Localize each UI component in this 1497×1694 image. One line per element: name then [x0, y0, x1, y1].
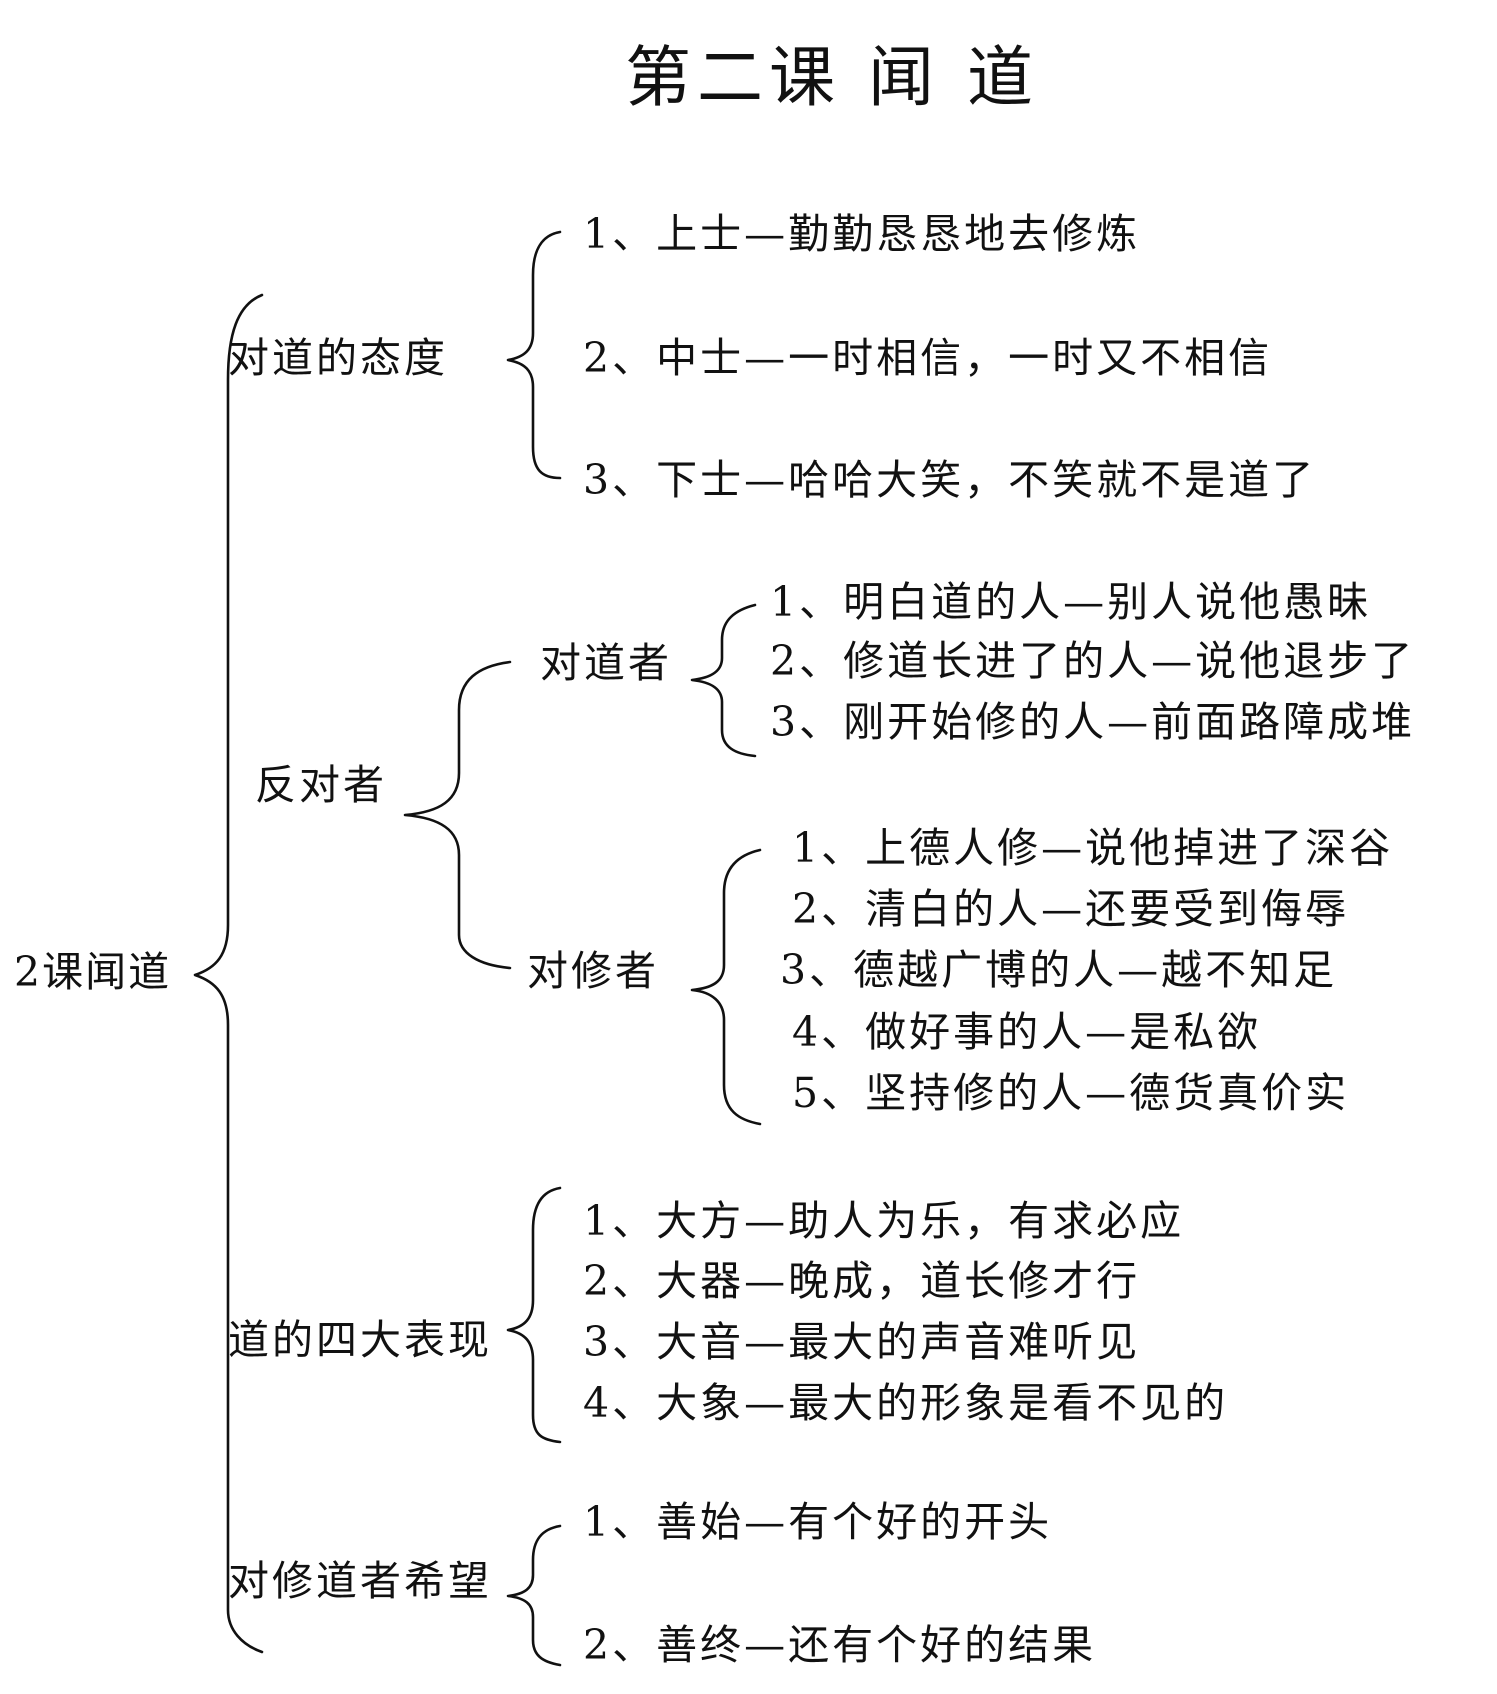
- branch-manifestations-label: 道的四大表现: [228, 1316, 492, 1364]
- to-cultivator-item: 5、坚持修的人—德货真价实: [792, 1069, 1350, 1117]
- page-title: 第二课 闻 道: [625, 39, 1039, 116]
- manifestations-brace: [506, 1186, 562, 1444]
- hope-item: 1、善始—有个好的开头: [583, 1498, 1053, 1546]
- to-dao-brace: [690, 603, 757, 758]
- manifestation-item: 2、大器—晚成，道长修才行: [583, 1257, 1141, 1305]
- attitude-item: 2、中士—一时相信，一时又不相信: [583, 334, 1273, 382]
- to-cultivator-item: 4、做好事的人—是私欲: [792, 1008, 1262, 1056]
- sub-to-dao-label: 对道者: [540, 639, 672, 687]
- sub-to-cultivator-label: 对修者: [527, 947, 659, 995]
- hopes-brace: [506, 1524, 562, 1667]
- to-cultivator-item: 1、上德人修—说他掉进了深谷: [792, 824, 1394, 872]
- branch-attitude-label: 对道的态度: [228, 334, 448, 382]
- attitude-brace: [506, 230, 562, 480]
- attitude-item: 1、上士—勤勤恳恳地去修炼: [583, 210, 1141, 258]
- branch-opponents-label: 反对者: [255, 761, 387, 809]
- to-cultivator-brace: [690, 848, 762, 1126]
- manifestation-item: 3、大音—最大的声音难听见: [583, 1318, 1141, 1366]
- opponents-brace: [403, 660, 512, 970]
- attitude-item: 3、下士—哈哈大笑，不笑就不是道了: [583, 456, 1317, 504]
- to-dao-item: 3、刚开始修的人—前面路障成堆: [770, 698, 1416, 746]
- to-cultivator-item: 3、德越广博的人—越不知足: [780, 946, 1338, 994]
- manifestation-item: 4、大象—最大的形象是看不见的: [583, 1379, 1229, 1427]
- manifestation-item: 1、大方—助人为乐，有求必应: [583, 1197, 1185, 1245]
- to-cultivator-item: 2、清白的人—还要受到侮辱: [792, 885, 1350, 933]
- root-brace: [193, 293, 264, 1654]
- hope-item: 2、善终—还有个好的结果: [583, 1621, 1097, 1669]
- to-dao-item: 2、修道长进了的人—说他退步了: [770, 637, 1416, 685]
- branch-hopes-label: 对修道者希望: [228, 1557, 492, 1605]
- root-node: 2课闻道: [14, 948, 172, 996]
- to-dao-item: 1、明白道的人—别人说他愚昧: [770, 578, 1372, 626]
